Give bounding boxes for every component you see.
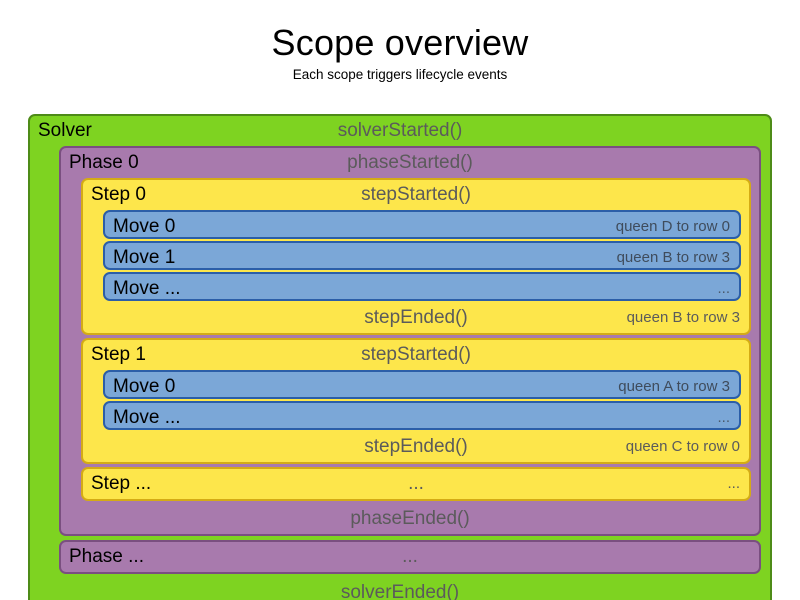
solver-ended-event: solverEnded() (340, 582, 460, 600)
move-row[interactable]: Move ... ... (103, 401, 741, 430)
phase-collapsed-row: Phase ... ... (61, 542, 759, 572)
move-detail: queen D to row 0 (615, 218, 730, 235)
move-row[interactable]: Move 0 queen D to row 0 (103, 210, 741, 239)
move-label: Move 0 (113, 216, 176, 237)
step-scope-box-collapsed[interactable]: Step ... ... ... (81, 467, 751, 501)
step-started-event: ... (408, 473, 424, 494)
step-started-row: Step 0 stepStarted() (83, 180, 749, 210)
phase-ended-row: phaseEnded() (61, 504, 759, 534)
move-label: Move ... (113, 278, 181, 299)
move-label: Move 1 (113, 247, 176, 268)
solver-started-row: Solver solverStarted() (30, 116, 770, 146)
move-row[interactable]: Move 0 queen A to row 3 (103, 370, 741, 399)
step-ended-result: ... (727, 475, 740, 492)
heading-block: Scope overview Each scope triggers lifec… (0, 0, 800, 82)
step-ended-result: queen B to row 3 (626, 309, 740, 326)
move-label: Move ... (113, 407, 181, 428)
move-detail: queen B to row 3 (616, 249, 730, 266)
step-label: Step 0 (91, 184, 146, 205)
step-label: Step 1 (91, 344, 146, 365)
step-ended-result: queen C to row 0 (625, 438, 740, 455)
solver-ended-row: solverEnded() (30, 578, 770, 600)
phase-label: Phase ... (69, 546, 144, 567)
solver-phase-list: Phase 0 phaseStarted() Step 0 stepStarte… (30, 146, 770, 574)
step-scope-box[interactable]: Step 0 stepStarted() Move 0 queen D to r… (81, 178, 751, 335)
step-ended-row: stepEnded() queen C to row 0 (83, 432, 749, 462)
phase-step-list: Step 0 stepStarted() Move 0 queen D to r… (61, 178, 759, 501)
step-ended-event: stepEnded() (364, 436, 468, 457)
phase-started-row: Phase 0 phaseStarted() (61, 148, 759, 178)
page-subtitle: Each scope triggers lifecycle events (292, 67, 508, 83)
solver-scope-box[interactable]: Solver solverStarted() Phase 0 phaseStar… (28, 114, 772, 600)
move-detail: ... (717, 409, 730, 426)
step-move-list: Move 0 queen D to row 0 Move 1 queen B t… (83, 210, 749, 301)
move-detail: ... (717, 280, 730, 297)
phase-ended-event: phaseEnded() (350, 508, 470, 529)
move-detail: queen A to row 3 (618, 378, 730, 395)
solver-started-event: solverStarted() (337, 120, 463, 141)
move-row[interactable]: Move ... ... (103, 272, 741, 301)
phase-scope-box[interactable]: Phase 0 phaseStarted() Step 0 stepStarte… (59, 146, 761, 536)
step-started-row: Step 1 stepStarted() (83, 340, 749, 370)
step-scope-box[interactable]: Step 1 stepStarted() Move 0 queen A to r… (81, 338, 751, 464)
step-collapsed-row: Step ... ... ... (83, 469, 749, 499)
step-label: Step ... (91, 473, 152, 494)
step-ended-row: stepEnded() queen B to row 3 (83, 303, 749, 333)
move-label: Move 0 (113, 376, 176, 397)
page-title: Scope overview (271, 22, 529, 63)
step-started-event: stepStarted() (361, 344, 471, 365)
phase-label: Phase 0 (69, 152, 139, 173)
phase-scope-box-collapsed[interactable]: Phase ... ... (59, 540, 761, 574)
phase-started-event: phaseStarted() (347, 152, 473, 173)
move-row[interactable]: Move 1 queen B to row 3 (103, 241, 741, 270)
step-ended-event: stepEnded() (364, 307, 468, 328)
phase-started-event: ... (402, 546, 418, 567)
solver-label: Solver (38, 120, 92, 141)
step-started-event: stepStarted() (361, 184, 471, 205)
step-move-list: Move 0 queen A to row 3 Move ... ... (83, 370, 749, 430)
